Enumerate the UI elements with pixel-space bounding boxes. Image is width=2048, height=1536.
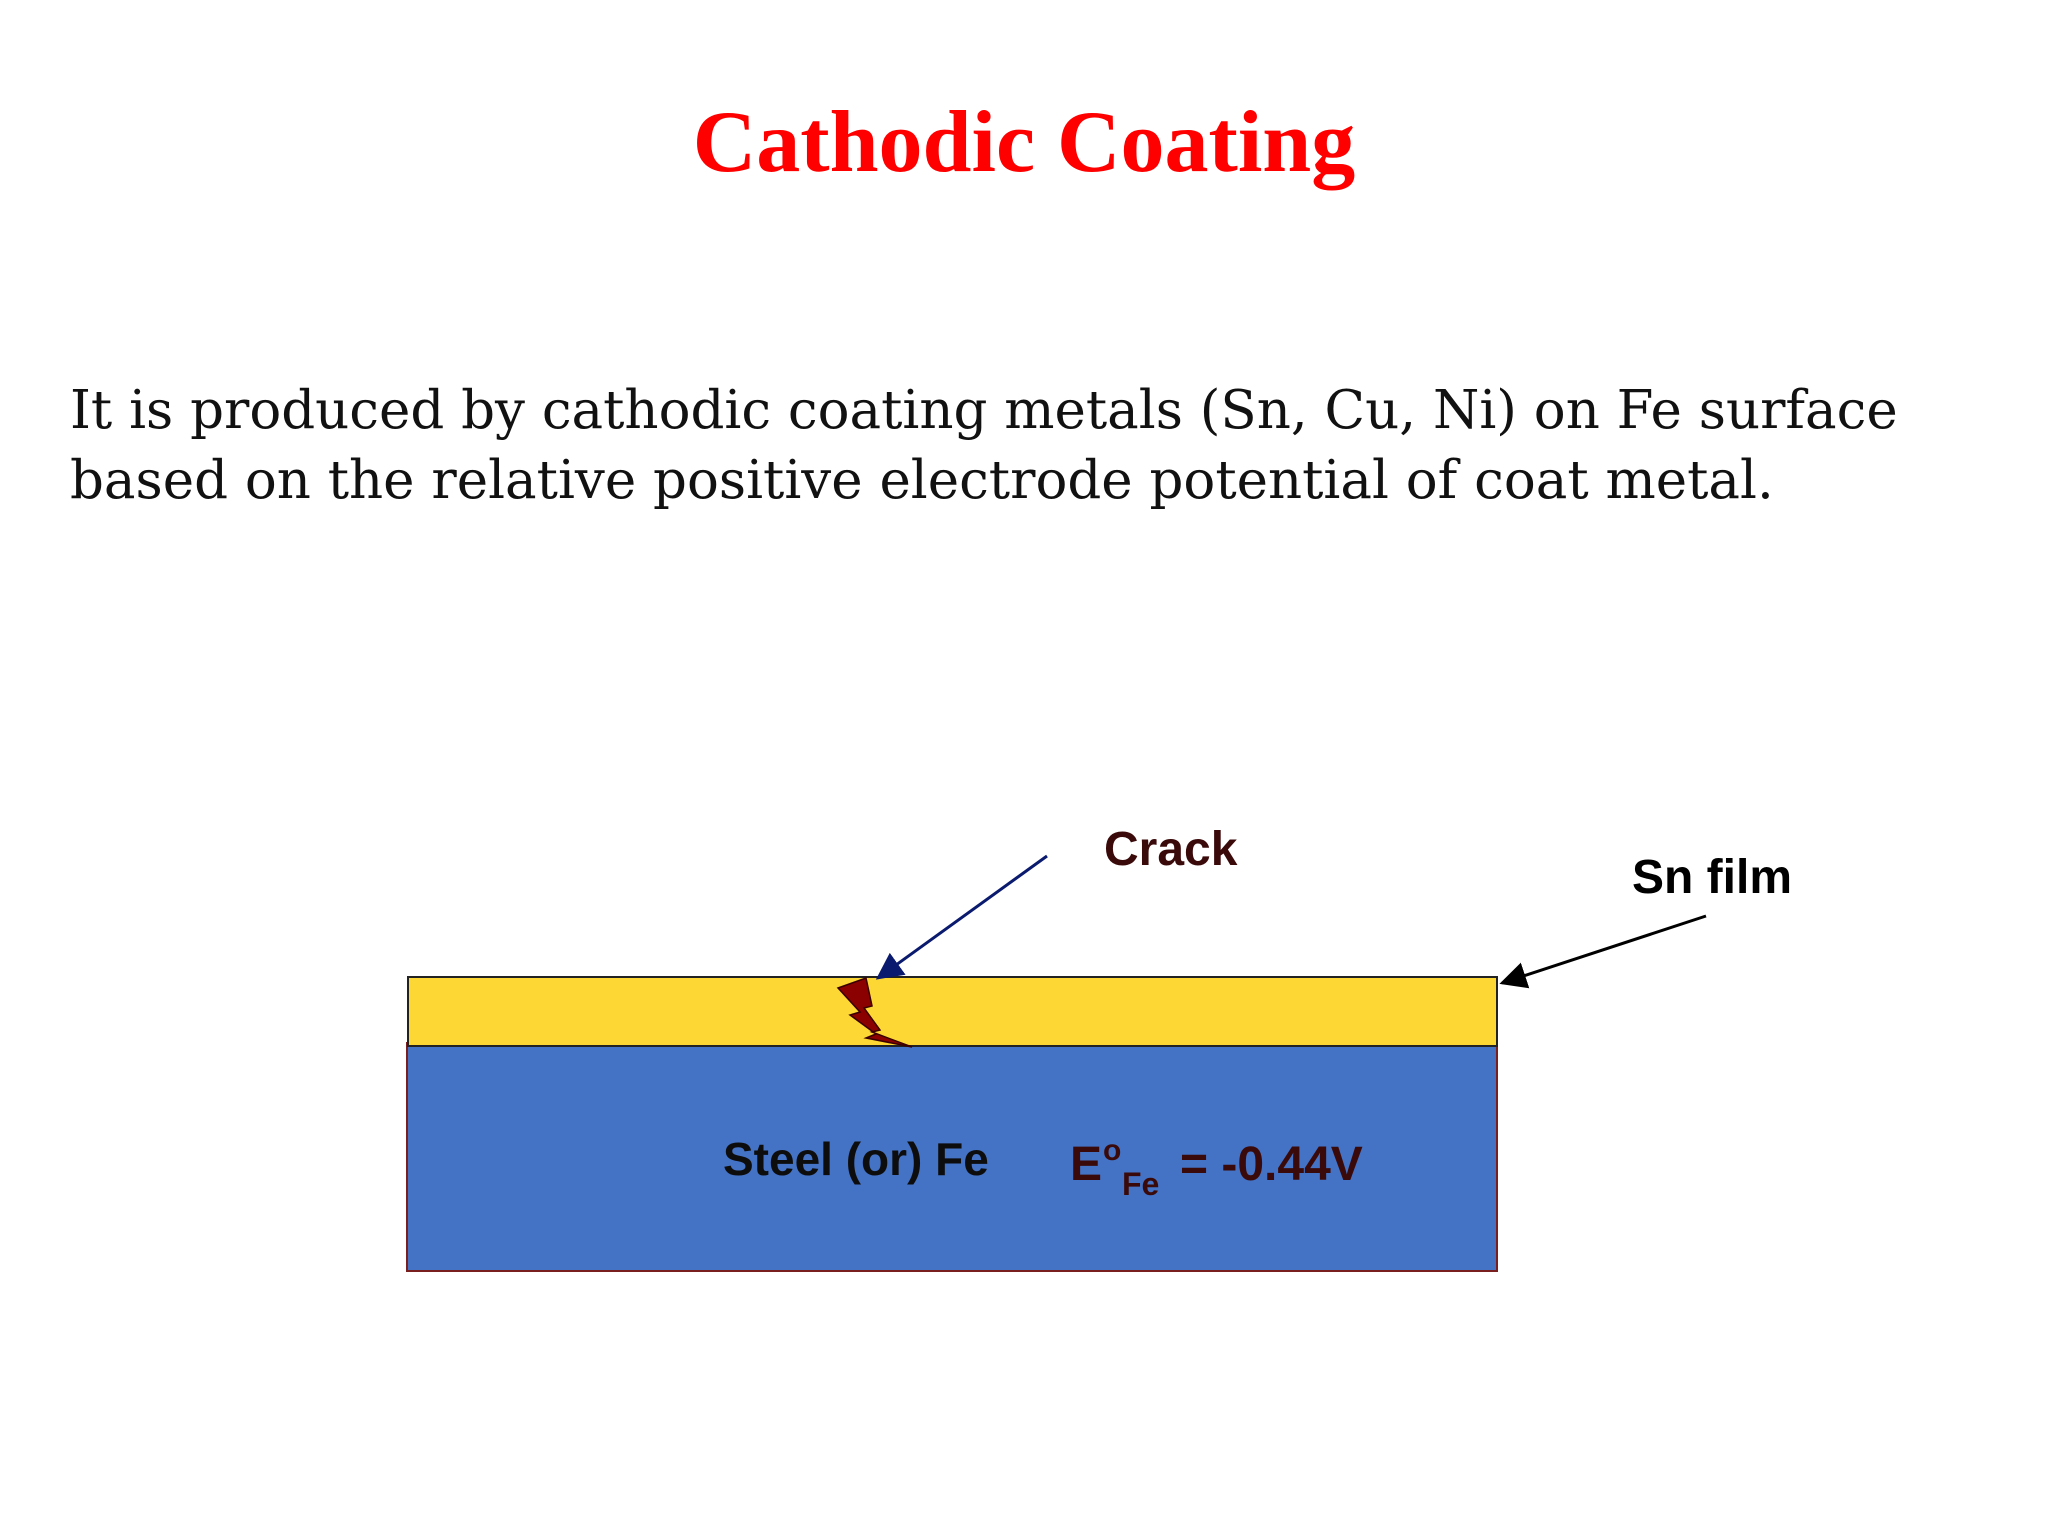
potential-subscript: Fe: [1122, 1166, 1159, 1202]
steel-substrate: [406, 1042, 1498, 1272]
sn-film-label: Sn film: [1632, 851, 1792, 904]
potential-value: = -0.44V: [1180, 1138, 1363, 1191]
potential-superscript: o: [1103, 1134, 1121, 1167]
crack-arrow: [875, 854, 1048, 980]
description-text: It is produced by cathodic coating metal…: [70, 376, 2030, 516]
steel-label: Steel (or) Fe: [723, 1133, 989, 1185]
description-line-2: based on the relative positive electrode…: [70, 450, 1774, 511]
electrode-potential: E o Fe = -0.44V: [1070, 1134, 1363, 1202]
potential-symbol: E: [1070, 1138, 1102, 1191]
crack-label: Crack: [1104, 823, 1238, 876]
crack-icon: [836, 977, 913, 1048]
sn-film-arrow: [1499, 914, 1707, 989]
slide-title: Cathodic Coating: [692, 94, 1356, 191]
description-line-1: It is produced by cathodic coating metal…: [70, 380, 1898, 441]
sn-film-layer: [407, 976, 1498, 1047]
